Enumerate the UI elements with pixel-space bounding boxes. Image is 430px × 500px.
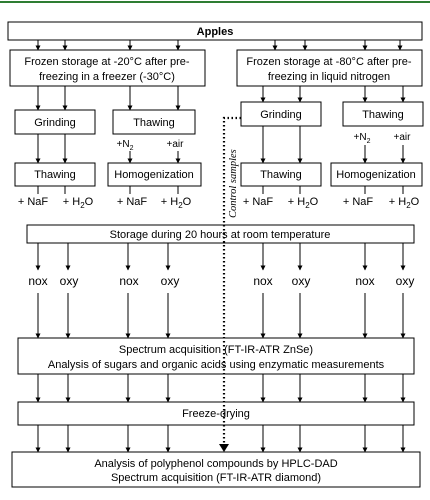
- thawing-right-label: Thawing: [362, 109, 404, 121]
- nox-label-2: nox: [119, 274, 138, 288]
- grinding-left-box: Grinding: [14, 109, 96, 135]
- storage-arrows: [35, 243, 406, 271]
- oxy-label-2: oxy: [161, 274, 180, 288]
- air-right-label: +air: [394, 132, 412, 143]
- naf-label-4: + NaF: [343, 196, 374, 208]
- h2o-label-3: + H2O: [288, 196, 319, 210]
- spectrum-arrows: [35, 374, 406, 403]
- gas-left: +N2 +air: [117, 139, 185, 164]
- oxy-label-4: oxy: [396, 274, 415, 288]
- freeze-right-box: Frozen storage at -80°C after pre- freez…: [236, 49, 423, 87]
- storage-label: Storage during 20 hours at room temperat…: [110, 229, 331, 241]
- homog-right-label: Homogenization: [336, 169, 416, 181]
- control-samples-path: [219, 116, 241, 452]
- homog-left-box: Homogenization: [107, 162, 202, 187]
- thawing-left2-label: Thawing: [34, 169, 76, 181]
- nox-label-4: nox: [355, 274, 374, 288]
- nox-label-1: nox: [28, 274, 47, 288]
- n2-left-label: +N2: [117, 139, 134, 152]
- nox-oxy-arrows: [35, 293, 406, 339]
- thawing-right2-box: Thawing: [240, 162, 322, 187]
- grinding-right-box: Grinding: [240, 101, 322, 127]
- air-left-label: +air: [167, 139, 185, 150]
- naf-label-2: + NaF: [117, 196, 148, 208]
- final-box: Analysis of polyphenol compounds by HPLC…: [11, 451, 421, 488]
- freeze-drying-box: Freeze-drying: [17, 401, 415, 426]
- final-line1: Analysis of polyphenol compounds by HPLC…: [94, 458, 337, 470]
- nox-oxy-labels: nox oxy nox oxy nox oxy nox oxy: [28, 274, 414, 288]
- apples-label: Apples: [197, 26, 234, 38]
- grinding-arrows: [35, 126, 303, 164]
- freeze-left-box: Frozen storage at -20°C after pre- freez…: [9, 49, 206, 87]
- spectrum-line2: Analysis of sugars and organic acids usi…: [48, 359, 385, 371]
- naf-label-3: + NaF: [243, 196, 274, 208]
- homog-left-label: Homogenization: [114, 169, 194, 181]
- final-line2: Spectrum acquisition (FT-IR-ATR diamond): [111, 472, 321, 484]
- naf-label-1: + NaF: [18, 196, 49, 208]
- freeze-left-line2: freezing in a freezer (-30°C): [39, 71, 175, 83]
- h2o-label-2: + H2O: [161, 196, 192, 210]
- grinding-left-label: Grinding: [34, 117, 76, 129]
- freeze-drying-label: Freeze-drying: [182, 408, 250, 420]
- thawing-left2-box: Thawing: [14, 162, 96, 187]
- additives: + NaF + H2O + NaF + H2O + NaF + H2O + Na…: [18, 196, 420, 210]
- spectrum-line1: Spectrum acquisition (FT-IR-ATR ZnSe): [119, 344, 313, 356]
- freeze-right-line1: Frozen storage at -80°C after pre-: [246, 56, 412, 68]
- apples-arrows: [35, 40, 403, 51]
- thawing-left-box: Thawing: [112, 109, 196, 135]
- gas-right: +N2 +air: [354, 132, 412, 164]
- freeze-arrows: [35, 86, 406, 111]
- box-to-additive-lines: [37, 186, 404, 194]
- freeze-left-line1: Frozen storage at -20°C after pre-: [24, 56, 190, 68]
- freeze-right-line2: freezing in liquid nitrogen: [268, 71, 390, 83]
- thawing-right-box: Thawing: [342, 101, 424, 127]
- grinding-right-label: Grinding: [260, 109, 302, 121]
- thawing-right2-label: Thawing: [260, 169, 302, 181]
- n2-right-label: +N2: [354, 132, 371, 145]
- nox-label-3: nox: [253, 274, 272, 288]
- h2o-label-1: + H2O: [63, 196, 94, 210]
- thawing-left-label: Thawing: [133, 117, 175, 129]
- storage-box: Storage during 20 hours at room temperat…: [26, 224, 415, 244]
- spectrum-box: Spectrum acquisition (FT-IR-ATR ZnSe) An…: [17, 337, 415, 375]
- oxy-label-1: oxy: [60, 274, 79, 288]
- apples-box: Apples: [7, 21, 423, 41]
- control-samples-label: Control samples: [228, 149, 239, 218]
- homog-right-box: Homogenization: [330, 162, 423, 187]
- freeze-drying-arrows: [35, 425, 406, 453]
- h2o-label-4: + H2O: [389, 196, 420, 210]
- oxy-label-3: oxy: [292, 274, 311, 288]
